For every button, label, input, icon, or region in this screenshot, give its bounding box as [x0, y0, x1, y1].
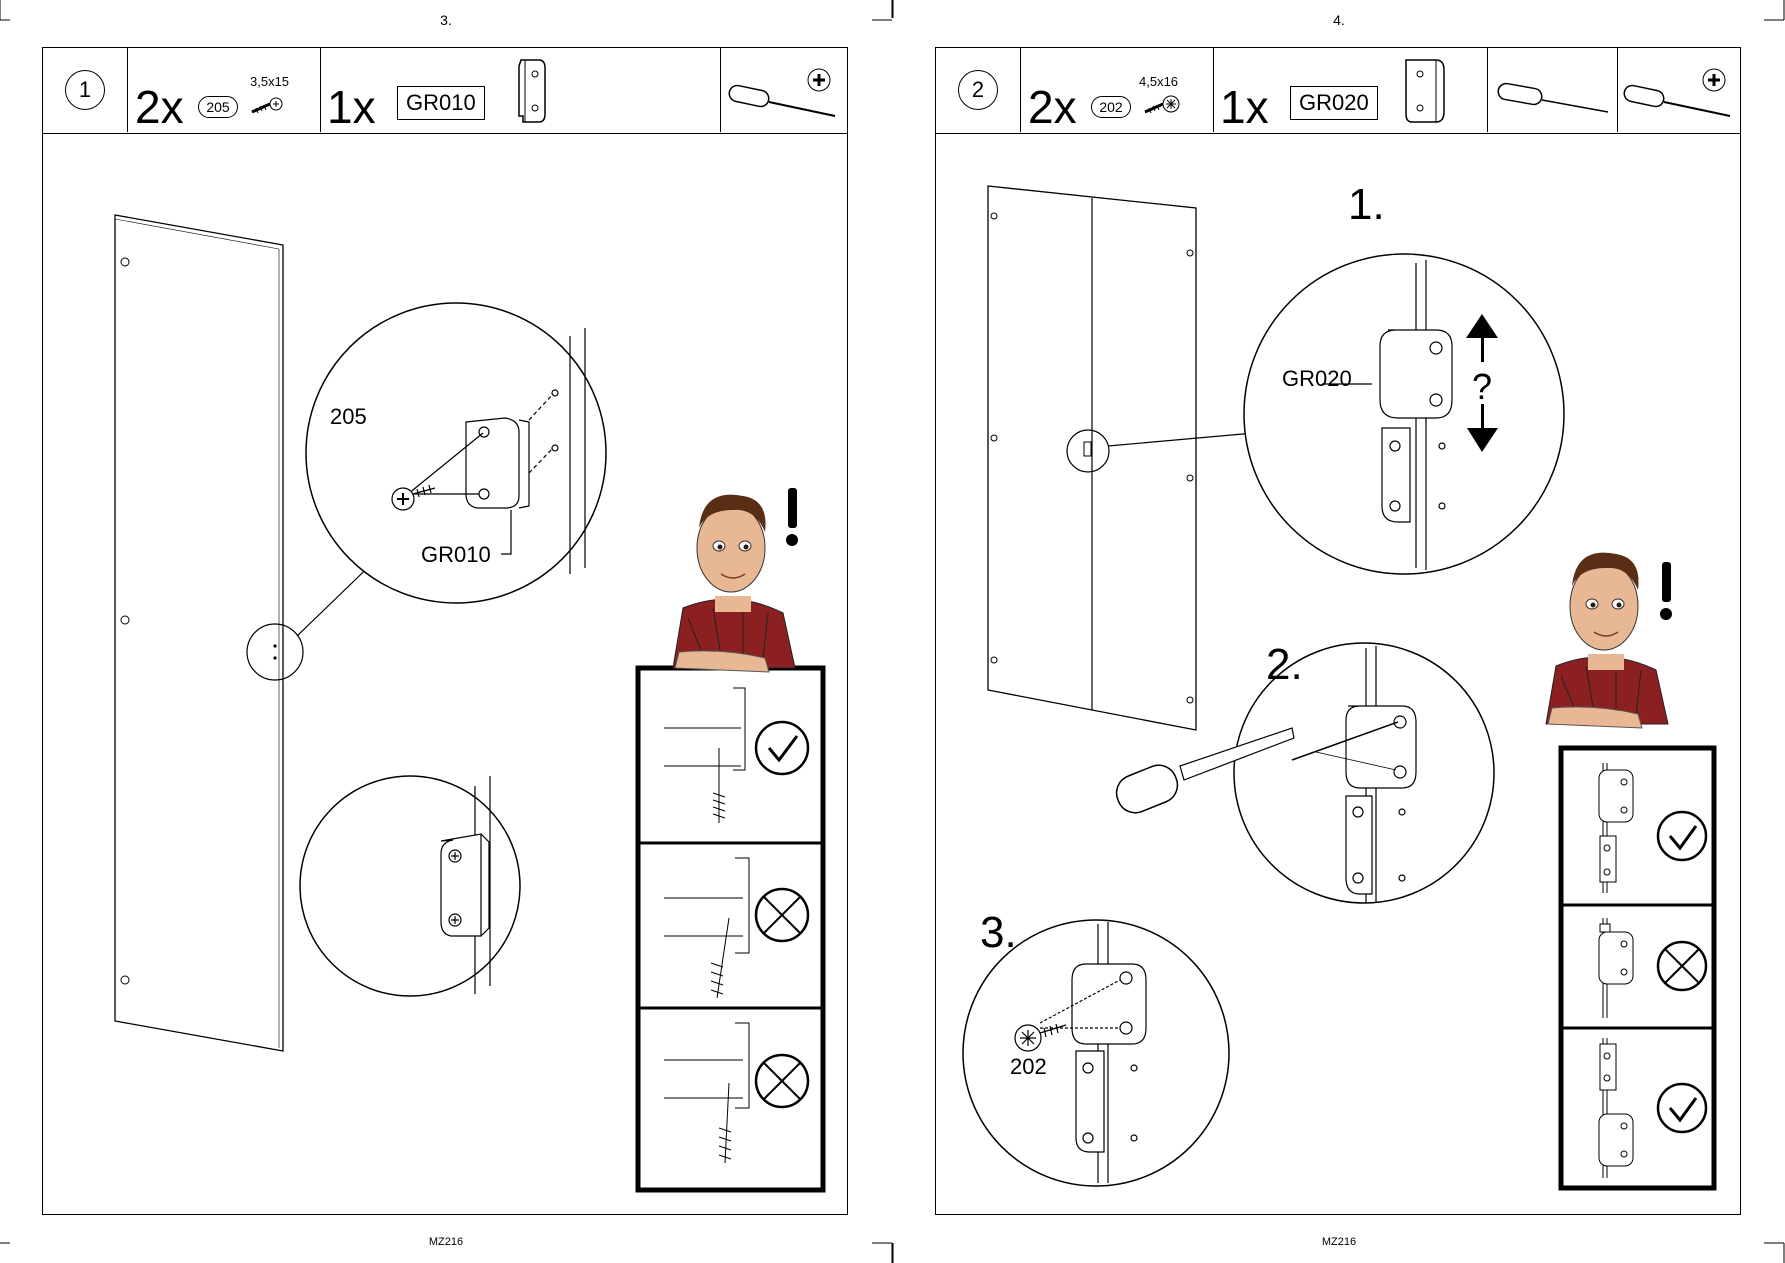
part-label: GR020 — [1282, 366, 1352, 391]
assembly-illustration — [114, 214, 826, 1193]
helper-character-illustration — [1545, 552, 1672, 729]
page-number: 4. — [1333, 12, 1345, 28]
phillips-screwdriver-icon — [1623, 68, 1731, 117]
part-cell: 1x GR010 — [321, 48, 721, 132]
awl-cell — [1488, 48, 1618, 132]
part-code: GR020 — [1290, 86, 1378, 120]
part-code: GR010 — [397, 86, 485, 120]
step-number: 2 — [958, 70, 998, 110]
step-cell: 1 — [43, 48, 128, 132]
crop-marks — [892, 0, 1785, 1263]
question-mark: ? — [1472, 366, 1493, 407]
part-cell: 1x GR020 — [1214, 48, 1488, 132]
awl-icon — [1497, 82, 1609, 113]
phillips-screwdriver-icon — [728, 68, 836, 117]
part-label: GR010 — [421, 542, 491, 567]
screw-icon — [251, 97, 283, 114]
tool-cell — [721, 48, 847, 132]
instruction-frame: 2 2x 202 4,5x16 1x GR020 — [935, 47, 1741, 1215]
screw-code: 202 — [1091, 96, 1131, 118]
substep-2-label: 2. — [1266, 640, 1303, 689]
screw-size: 4,5x16 — [1139, 74, 1179, 89]
gr010-bracket-icon — [518, 59, 546, 123]
parts-header: 1 2x 205 3,5x15 1x GR010 — [43, 48, 847, 134]
substep-1-label: 1. — [1348, 180, 1385, 229]
right-page: 4. 2 2x 202 4,5x16 — [892, 0, 1785, 1263]
step-number: 1 — [65, 70, 105, 110]
part-qty: 1x — [1220, 81, 1269, 133]
instruction-frame: 1 2x 205 3,5x15 1x GR010 — [42, 47, 848, 1215]
screw-icon — [1144, 95, 1180, 114]
screw-label: 202 — [1010, 1054, 1047, 1079]
screw-size: 3,5x15 — [250, 74, 290, 89]
screw-qty: 2x — [135, 81, 184, 133]
tool-cell — [1618, 48, 1740, 132]
crop-marks — [0, 0, 893, 1263]
gr020-plate-icon — [1405, 59, 1445, 123]
part-qty: 1x — [327, 81, 376, 133]
screw-qty: 2x — [1028, 81, 1077, 133]
page-number: 3. — [440, 12, 452, 28]
footer-code: MZ216 — [1321, 1236, 1357, 1248]
helper-character-illustration — [672, 488, 798, 673]
parts-header: 2 2x 202 4,5x16 1x GR020 — [936, 48, 1740, 134]
left-page: 3. 1 2x 205 3,5x15 — [0, 0, 893, 1263]
footer-code: MZ216 — [428, 1236, 464, 1248]
screw-label: 205 — [330, 404, 367, 429]
screw-cell: 2x 205 3,5x15 — [128, 48, 321, 132]
substep-3-label: 3. — [980, 908, 1017, 957]
assembly-illustration — [962, 185, 1717, 1191]
screw-code: 205 — [198, 96, 238, 118]
step-cell: 2 — [936, 48, 1021, 132]
screw-cell: 2x 202 4,5x16 — [1021, 48, 1214, 132]
